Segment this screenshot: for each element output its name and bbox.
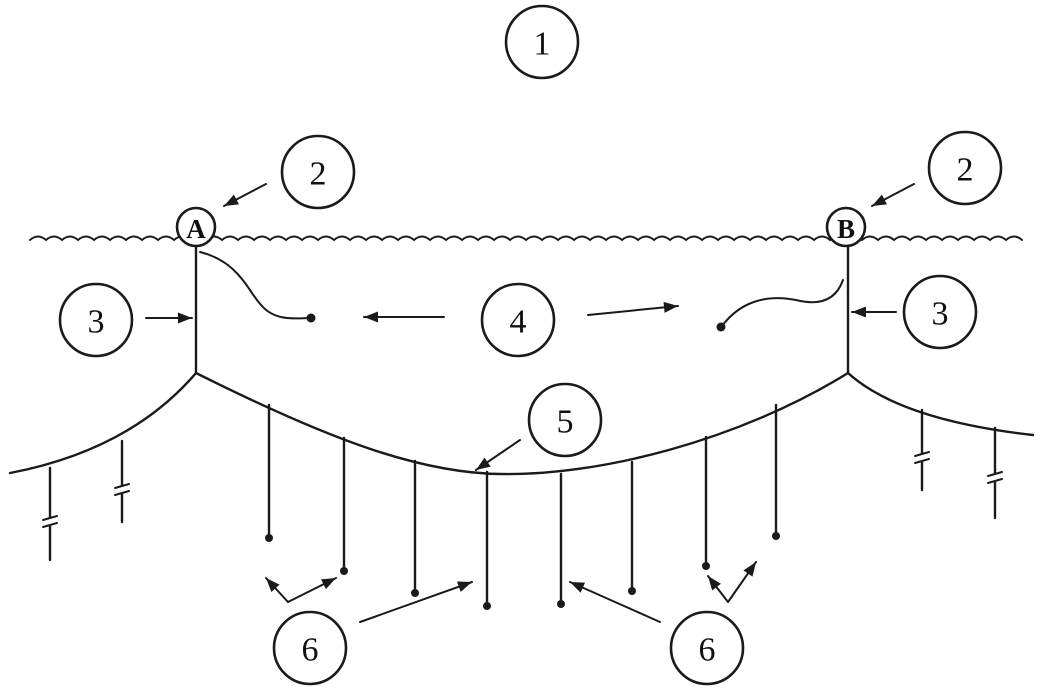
outer-branch-lines [48,408,997,562]
main-line-left-extension [8,371,198,475]
callout-3-right: 3 [902,274,978,350]
main-line [194,371,850,476]
branch-lines [265,403,780,610]
arrow-to-buoy-b-head [872,194,887,206]
hook [340,567,348,575]
arrow-to-buoy-line-b-head [852,306,866,318]
callout-4-label: 4 [510,304,527,341]
callout-6-left-label: 6 [302,632,319,669]
hook [772,532,780,540]
arrow-to-buoy-line-a-head [178,312,192,324]
buoy-b-circle [825,206,867,248]
callout-3-left-label: 3 [88,304,105,341]
callout-6-right-label: 6 [699,632,716,669]
callout-5: 5 [527,382,603,458]
break-gap [117,486,127,494]
spacing-arrow-right-b-head [743,562,756,577]
arrow-6-right-head [570,582,586,593]
callout-2-right: 2 [927,130,1003,206]
break-mark [42,522,58,528]
hook [483,602,491,610]
callout-3-right-circle [902,274,978,350]
arrow-to-buoy-a-head [224,194,239,206]
arrow-4-right [587,305,679,316]
hook [265,534,273,542]
arrows [145,183,915,623]
spacing-arrow-left-a-head [266,578,280,593]
callout-6-right-circle [669,610,745,686]
callout-6-left: 6 [272,610,348,686]
break-mark [914,451,930,457]
callout-3-left-circle [58,282,134,358]
callout-2-right-label: 2 [957,152,974,189]
arrow-4-right-head [663,301,678,313]
break-mark [114,490,130,496]
break-mark [42,515,58,521]
arrow-6-left-head [456,581,472,592]
buoy-b: B [825,206,867,248]
callout-2-left-label: 2 [310,156,327,193]
buoy-a-branch-line [199,251,311,320]
callout-1-circle [504,4,580,80]
callout-1: 1 [504,4,580,80]
arrow-6-right [569,581,661,623]
callout-3-left: 3 [58,282,134,358]
hook-a [306,313,316,323]
callout-2-right-circle [927,130,1003,206]
callout-2-left-circle [280,134,356,210]
callout-1-label: 1 [534,26,551,63]
break-gap [990,474,1000,482]
break-gap [45,518,55,526]
hook [557,600,565,608]
buoy-a-circle [175,206,217,248]
break-marks [42,451,1003,528]
arrow-5-head [476,457,491,470]
arrow-4-left-head [364,311,378,323]
hook [411,589,419,597]
callout-2-left: 2 [280,134,356,210]
hook [702,562,710,570]
break-mark [987,478,1003,484]
buoy-b-label: B [837,214,855,244]
callout-5-label: 5 [557,404,574,441]
hook-b [716,322,726,332]
callout-4: 4 [480,282,556,358]
hook [628,587,636,595]
callout-3-right-label: 3 [932,296,949,333]
callout-6-left-circle [272,610,348,686]
callout-5-circle [527,382,603,458]
main-line-right-extension [846,371,1035,437]
spacing-arrow-right-a-head [708,576,721,591]
break-mark [987,471,1003,477]
callout-4-circle [480,282,556,358]
break-mark [914,458,930,464]
spacing-arrow-left-b-head [321,578,336,590]
break-gap [917,454,927,462]
break-mark [114,483,130,489]
buoy-a: A [175,206,217,248]
buoy-b-branch-line [721,279,844,327]
callout-6-right: 6 [669,610,745,686]
arrow-6-left [359,581,473,623]
buoy-a-label: A [186,214,206,244]
